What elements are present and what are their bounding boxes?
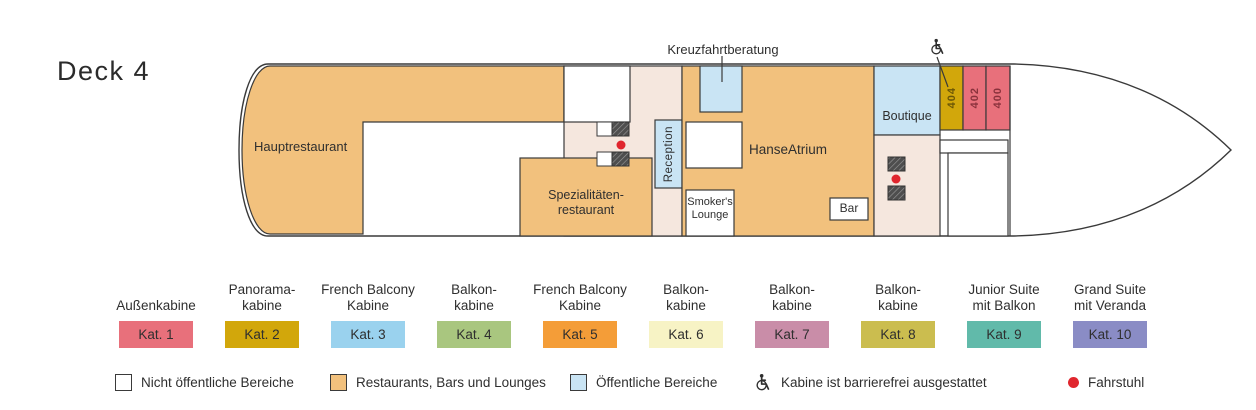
stairs-icon xyxy=(887,185,906,201)
nonpublic-box-mid xyxy=(685,121,743,169)
nonpublic-box-top xyxy=(563,65,631,123)
legend-category-10: Grand Suite mit Veranda Kat. 10 xyxy=(1057,280,1163,348)
deck-title: Deck 4 xyxy=(57,56,151,86)
hauptrestaurant-area xyxy=(241,65,565,235)
cabin-404-label-box: 404 xyxy=(940,66,963,130)
legend-nonpublic: Nicht öffentliche Bereiche xyxy=(115,372,294,392)
accessible-pointer-line xyxy=(936,56,949,88)
wheelchair-icon xyxy=(756,373,770,390)
legend-elevator: Fahrstuhl xyxy=(1068,372,1144,392)
nonpublic-box-right-thin xyxy=(939,139,1009,154)
reception-label: Reception xyxy=(662,125,675,183)
stairs-icon xyxy=(887,156,906,172)
legend-public: Öffentliche Bereiche xyxy=(570,372,717,392)
category-label: Balkon-kabine xyxy=(769,281,815,313)
category-label: French Balcony Kabine xyxy=(533,281,627,313)
wheelchair-icon xyxy=(931,38,944,55)
legend-category-9: Junior Suite mit Balkon Kat. 9 xyxy=(951,280,1057,348)
elevator-label: Fahrstuhl xyxy=(1088,374,1145,390)
legend-category-2: Panorama-kabine Kat. 2 xyxy=(209,280,315,348)
nonpublic-box-right xyxy=(947,152,1009,237)
category-label: Junior Suite mit Balkon xyxy=(968,281,1040,313)
stairs-icon xyxy=(611,121,630,137)
category-swatch: Kat. 3 xyxy=(331,321,405,348)
legend-category-6: Balkon-kabine Kat. 6 xyxy=(633,280,739,348)
category-label: Außenkabine xyxy=(116,297,196,313)
hanseatrium-label: HanseAtrium xyxy=(748,142,828,157)
stairs-icon xyxy=(611,151,630,167)
bar-label: Bar xyxy=(839,201,859,215)
category-label: Panorama-kabine xyxy=(228,281,296,313)
reception-area xyxy=(654,119,683,189)
category-swatch: Kat. 1 xyxy=(119,321,193,348)
category-label: Balkon-kabine xyxy=(663,281,709,313)
legend-accessible: Kabine ist barrierefrei ausgestattet xyxy=(753,372,987,392)
accessible-label: Kabine ist barrierefrei ausgestattet xyxy=(781,374,987,390)
nonpublic-swatch xyxy=(115,373,132,391)
legend-category-4: Balkon-kabine Kat. 4 xyxy=(421,280,527,348)
cabin-404-number: 404 xyxy=(945,87,958,109)
hauptrestaurant-label: Hauptrestaurant xyxy=(254,139,348,154)
kreuzfahrtberatung-area xyxy=(699,65,743,113)
bar-area xyxy=(829,197,869,221)
legend-category-7: Balkon-kabine Kat. 7 xyxy=(739,280,845,348)
cabin-402-number: 402 xyxy=(968,87,981,109)
category-swatch: Kat. 7 xyxy=(755,321,829,348)
category-swatch: Kat. 2 xyxy=(225,321,299,348)
legend-restaurants: Restaurants, Bars und Lounges xyxy=(330,372,546,392)
kreuzfahrtberatung-label: Kreuzfahrtberatung xyxy=(667,42,779,57)
category-label: Balkon-kabine xyxy=(451,281,497,313)
category-swatch: Kat. 10 xyxy=(1073,321,1147,348)
spezialitaetenrestaurant-area xyxy=(519,157,653,237)
category-swatch: Kat. 4 xyxy=(437,321,511,348)
legend-category-8: Balkon-kabine Kat. 8 xyxy=(845,280,951,348)
corridor-right-area xyxy=(873,134,941,237)
boutique-area xyxy=(873,65,941,136)
legend-category-5: French Balcony Kabine Kat. 5 xyxy=(527,280,633,348)
public-swatch xyxy=(570,373,587,391)
reception-label-box: Reception xyxy=(655,120,682,188)
category-label: French Balcony Kabine xyxy=(321,281,415,313)
restaurants-label: Restaurants, Bars und Lounges xyxy=(356,374,546,390)
elevator-dot-icon xyxy=(1068,376,1079,388)
legend-category-1: Außenkabine Kat. 1 xyxy=(103,280,209,348)
category-swatch: Kat. 6 xyxy=(649,321,723,348)
spezialitaetenrestaurant-label: Spezialitäten-restaurant xyxy=(548,188,624,218)
service-box xyxy=(596,121,613,137)
category-swatch: Kat. 8 xyxy=(861,321,935,348)
restaurants-swatch xyxy=(330,373,347,391)
service-box xyxy=(596,151,613,167)
category-label: Balkon-kabine xyxy=(875,281,921,313)
boutique-label: Boutique xyxy=(882,109,932,123)
elevator-dot xyxy=(616,140,626,150)
nonpublic-label: Nicht öffentliche Bereiche xyxy=(141,374,294,390)
cabin-402-label-box: 402 xyxy=(963,66,986,130)
cabin-400-label-box: 400 xyxy=(986,66,1010,130)
ship-deck-plan xyxy=(238,56,1233,237)
category-swatch: Kat. 5 xyxy=(543,321,617,348)
smokers-lounge-label: Smoker's Lounge xyxy=(687,196,733,222)
cabin-400-number: 400 xyxy=(992,87,1004,109)
legend-categories: Außenkabine Kat. 1 Panorama-kabine Kat. … xyxy=(103,280,1163,348)
category-label: Grand Suite mit Veranda xyxy=(1073,281,1147,313)
elevator-dot xyxy=(891,174,901,184)
public-label: Öffentliche Bereiche xyxy=(596,374,718,390)
category-swatch: Kat. 9 xyxy=(967,321,1041,348)
legend-category-3: French Balcony Kabine Kat. 3 xyxy=(315,280,421,348)
cabin-400 xyxy=(985,65,1011,131)
smokers-lounge-area xyxy=(685,189,735,237)
